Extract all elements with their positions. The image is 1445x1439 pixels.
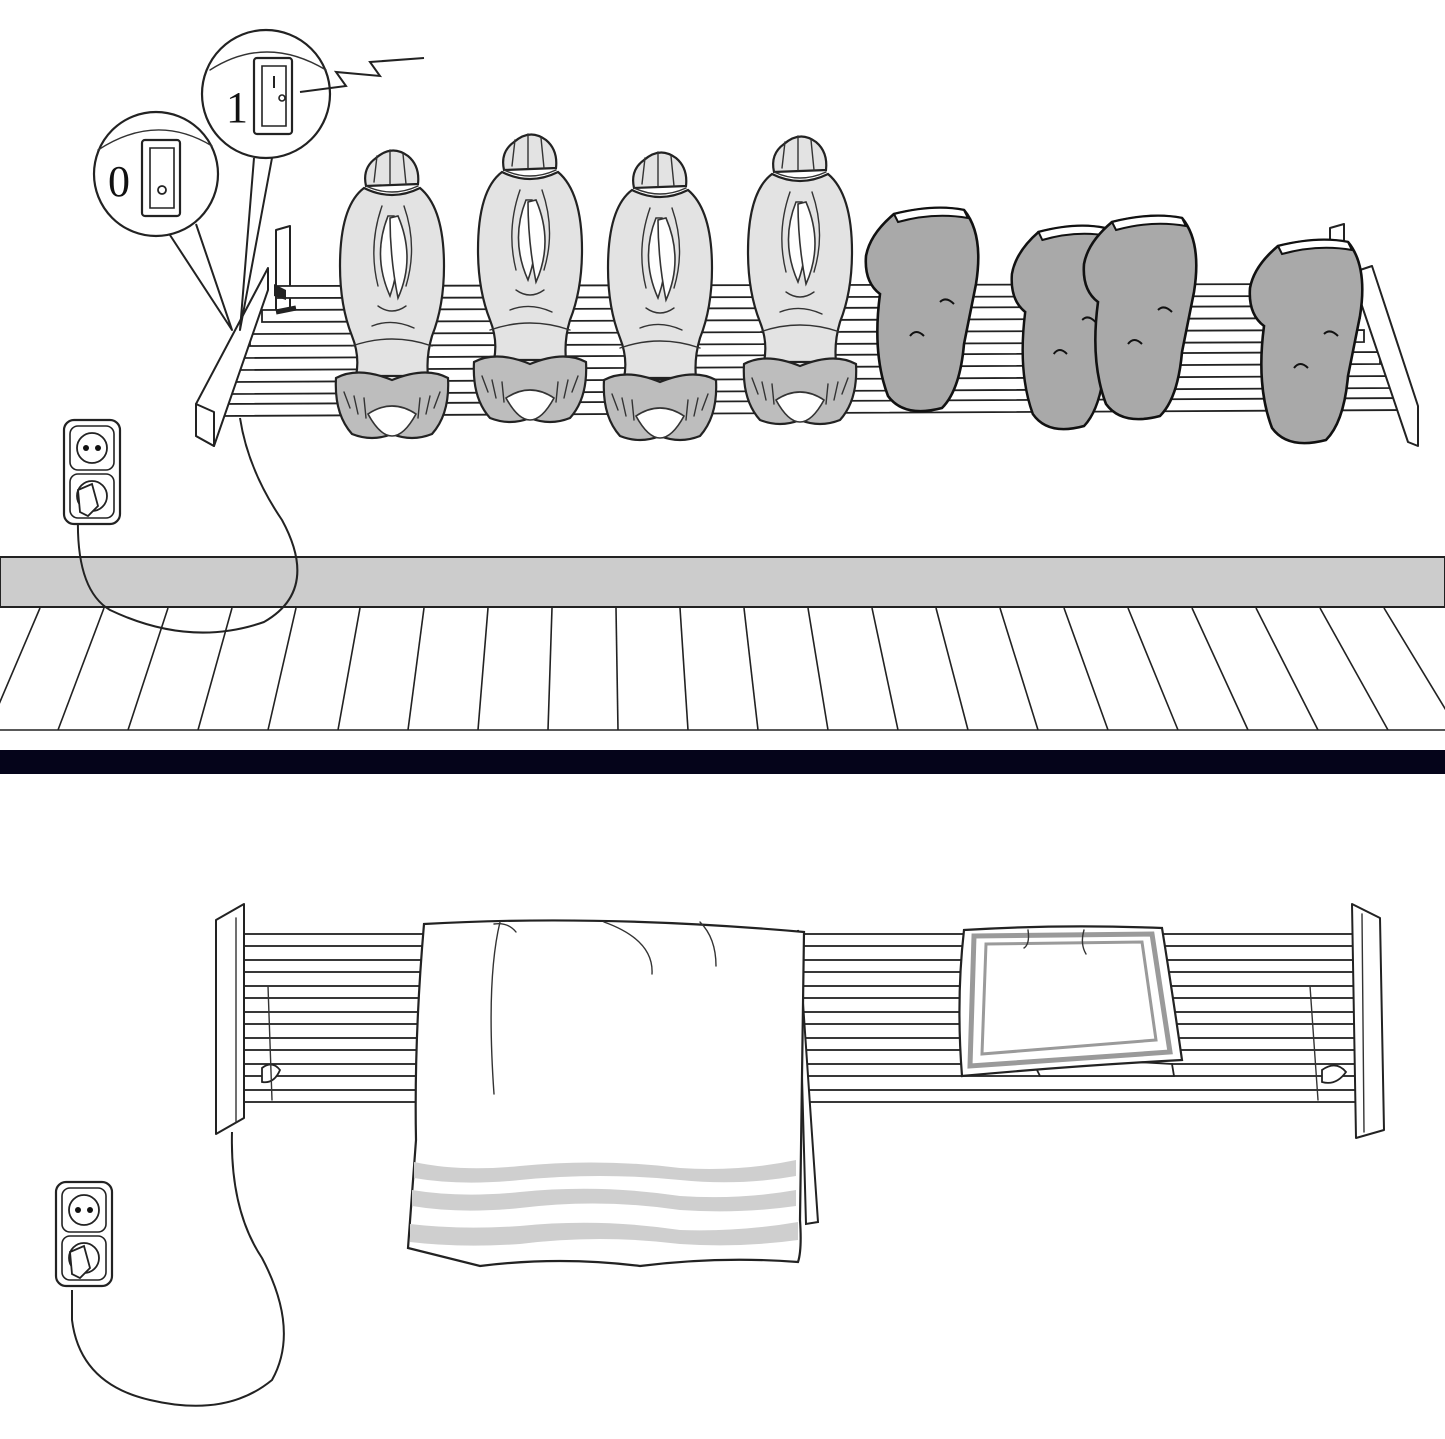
rocker-switch-on-icon (252, 56, 294, 136)
floor-plank-line (1063, 607, 1109, 731)
floor-plank-line (615, 607, 619, 731)
floor-plank-line (1191, 607, 1249, 731)
floor-planks (0, 607, 1445, 731)
wall-socket-icon (62, 418, 122, 526)
switch-off-label: 0 (108, 157, 130, 206)
floor-plank-line (407, 607, 425, 731)
floor-plank-line (267, 607, 297, 731)
floor-plank-line (1319, 607, 1389, 731)
floor-plank-line (477, 607, 489, 731)
floor-plank-line (57, 607, 105, 731)
mitten-icon (1248, 238, 1364, 445)
floor-plank-line (547, 607, 553, 731)
sneaker-icon (602, 150, 718, 442)
power-cable (76, 417, 299, 634)
floor-plank-line (1383, 607, 1445, 711)
power-cable (71, 1131, 285, 1407)
top-panel: 0 1 (0, 28, 1445, 731)
skirting-board (0, 556, 1445, 608)
switch-on-label: 1 (226, 83, 248, 132)
mitten-row (864, 206, 1364, 445)
bottom-panel (54, 903, 1385, 1407)
rocker-switch-off-icon (140, 138, 182, 218)
floor-plank-line (127, 607, 169, 731)
floor-plank-line (935, 607, 969, 731)
floor-plank-line (197, 607, 233, 731)
wall-socket-icon (54, 1180, 114, 1288)
floor-plank-line (337, 607, 361, 731)
floor-plank-line (743, 607, 759, 731)
sneaker-icon (334, 148, 450, 440)
floor-plank-line (0, 607, 41, 704)
hand-towel-icon (958, 925, 1184, 1078)
switch-callout-off: 0 (92, 110, 233, 331)
floor-plank-line (871, 607, 899, 731)
sneaker-icon (742, 134, 858, 426)
panel-divider (0, 750, 1445, 774)
switch-callout-on: 1 (200, 28, 425, 331)
floor-plank-line (679, 607, 689, 731)
floor-plank-line (999, 607, 1039, 731)
power-spark-icon (299, 57, 425, 93)
sneaker-icon (472, 132, 588, 424)
floor-plank-line (1127, 607, 1179, 731)
bath-towel-icon (406, 919, 820, 1268)
floor-plank-line (1255, 607, 1319, 731)
floor-plank-line (807, 607, 829, 731)
